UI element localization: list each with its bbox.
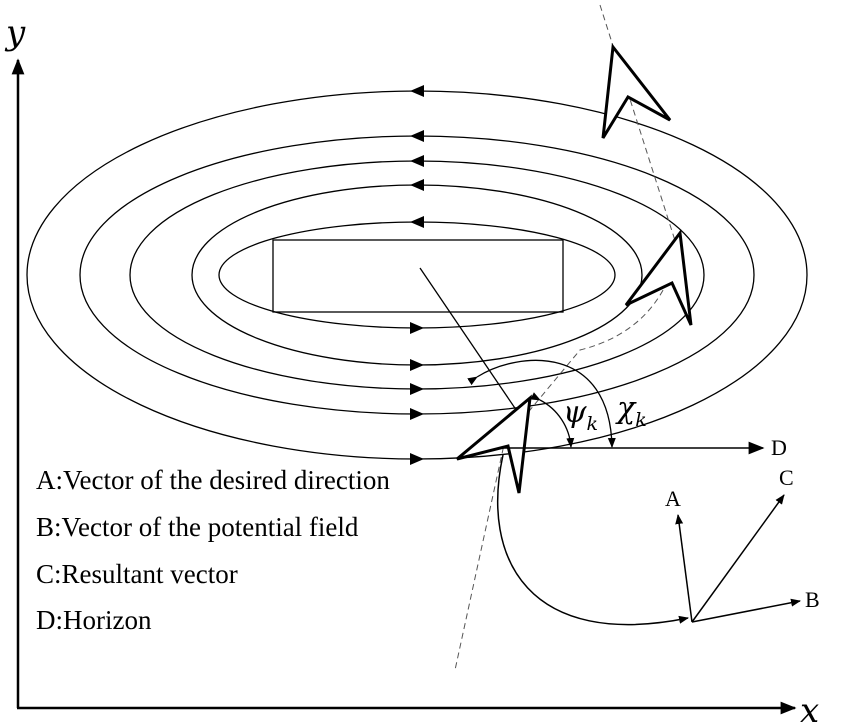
x-axis-label: x — [800, 691, 819, 725]
vector-b — [691, 598, 801, 623]
field-ellipse-3 — [129, 160, 705, 390]
vector-c — [691, 494, 785, 623]
vector-label-d: D — [771, 435, 787, 460]
vector-label-a: A — [665, 486, 681, 511]
field-arrow-right — [410, 383, 424, 395]
field-arrow-left — [410, 155, 424, 167]
field-arrow-right — [410, 408, 424, 420]
vector-label-b: B — [805, 587, 820, 612]
chi-label: χk — [615, 391, 647, 431]
connector-curve — [496, 454, 689, 626]
vector-label-c: C — [779, 465, 794, 490]
field-arrow-left — [410, 130, 424, 142]
legend-item-b: B:Vector of the potential field — [36, 512, 359, 542]
field-arrow-left — [410, 216, 424, 228]
coordinate-axes: y x — [4, 13, 819, 725]
obstacle-to-vehicle-line — [419, 267, 524, 421]
vector-diagram — [675, 494, 801, 623]
legend-item-c: C:Resultant vector — [36, 559, 238, 589]
vehicle-middle — [624, 229, 693, 326]
field-arrow-right — [410, 453, 424, 465]
obstacle-rectangle — [272, 239, 564, 313]
chi-angle-arc — [467, 359, 616, 448]
legend-item-a: A:Vector of the desired direction — [36, 465, 390, 495]
field-arrow-left — [410, 85, 424, 97]
y-axis-label: y — [4, 13, 26, 53]
field-direction-arrows — [410, 85, 424, 465]
field-arrow-left — [410, 179, 424, 191]
legend: A:Vector of the desired direction B:Vect… — [36, 465, 390, 635]
psi-label: ψk — [563, 395, 598, 435]
dashed-trajectory — [454, 4, 679, 671]
field-ellipse-4 — [191, 184, 643, 366]
field-arrow-right — [410, 359, 424, 371]
vehicle-top — [601, 43, 672, 139]
potential-field-ellipses — [26, 90, 808, 460]
vector-a — [675, 514, 693, 623]
field-ellipse-1 — [26, 90, 808, 460]
legend-item-d: D:Horizon — [36, 605, 152, 635]
field-arrow-right — [410, 322, 424, 334]
